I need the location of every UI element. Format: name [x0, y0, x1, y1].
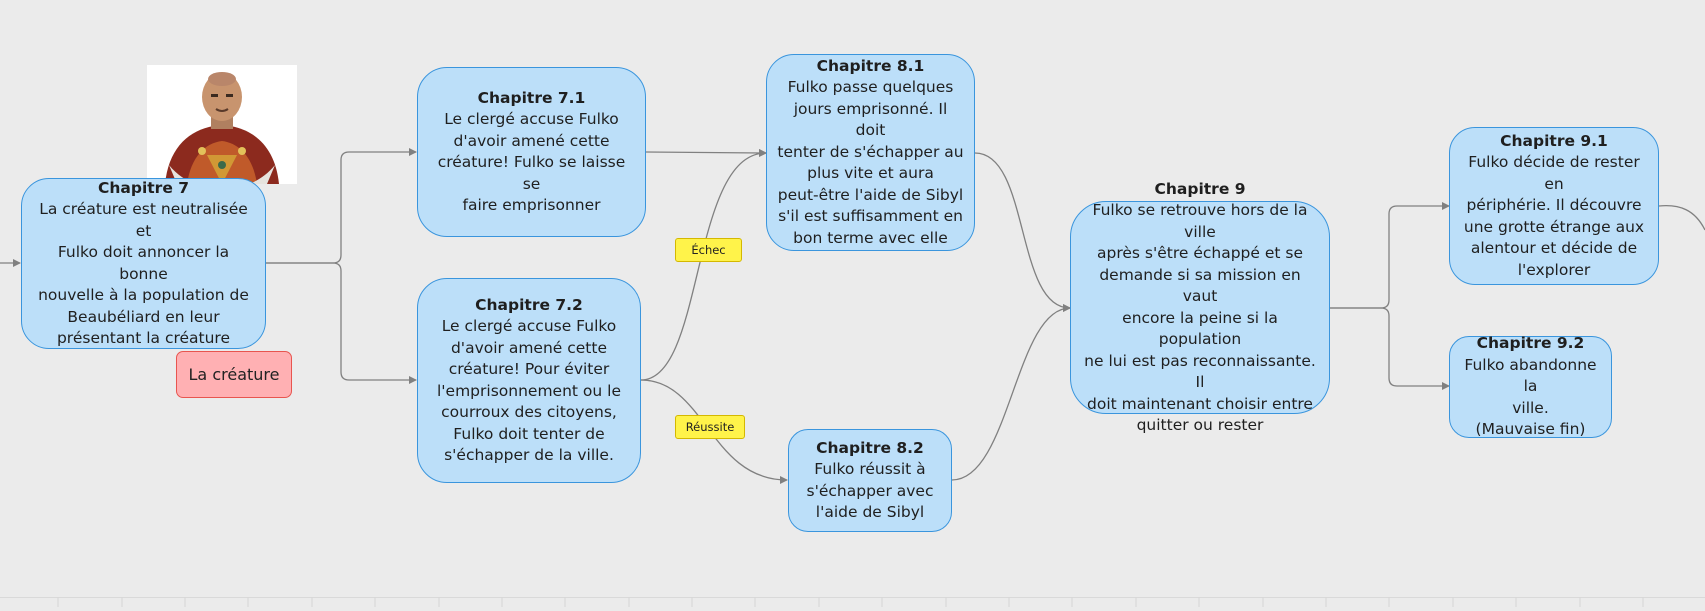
connector-ch72-ch81-echec: [640, 149, 767, 381]
reussite-label: Réussite: [675, 415, 745, 439]
chapter-7-body: La créature est neutralisée et Fulko doi…: [38, 200, 249, 347]
chapter-8-1-node[interactable]: Chapitre 8.1 Fulko passe quelques jours …: [766, 54, 975, 251]
connector-ch9-ch91: [1330, 202, 1450, 309]
chapter-9-title: Chapitre 9: [1154, 179, 1246, 198]
echec-label-text: Échec: [691, 243, 726, 257]
chapter-7-1-body: Le clergé accuse Fulko d'avoir amené cet…: [437, 110, 626, 214]
chapter-7-title: Chapitre 7: [97, 178, 190, 197]
chapter-8-1-title: Chapitre 8.1: [816, 56, 925, 75]
chapter-9-2-title: Chapitre 9.2: [1476, 334, 1585, 353]
canvas-grid-strip: [0, 592, 1705, 607]
chapter-8-2-body: Fulko réussit à s'échapper avec l'aide d…: [806, 460, 934, 521]
creature-note[interactable]: La créature: [176, 351, 292, 398]
chapter-7-1-title: Chapitre 7.1: [477, 88, 586, 107]
chapter-8-2-title: Chapitre 8.2: [816, 438, 924, 457]
connector-ch9-ch92: [1330, 307, 1450, 390]
creature-note-label: La créature: [188, 365, 280, 384]
character-portrait-icon: [147, 65, 297, 184]
chapter-9-node[interactable]: Chapitre 9 Fulko se retrouve hors de la …: [1070, 180, 1330, 434]
connector-ch81-ch9: [974, 152, 1071, 312]
chapter-9-2-node[interactable]: Chapitre 9.2 Fulko abandonne la ville. (…: [1449, 334, 1612, 439]
connector-ch7-ch71: [266, 148, 417, 264]
echec-label: Échec: [675, 238, 742, 262]
chapter-9-body: Fulko se retrouve hors de la ville après…: [1084, 201, 1316, 434]
chapter-9-1-title: Chapitre 9.1: [1500, 131, 1608, 150]
chapter-9-1-body: Fulko décide de rester en périphérie. Il…: [1463, 153, 1645, 279]
reussite-label-text: Réussite: [685, 420, 735, 434]
chapter-7-2-node[interactable]: Chapitre 7.2 Le clergé accuse Fulko d'av…: [417, 278, 641, 483]
chapter-9-2-body: Fulko abandonne la ville. (Mauvaise fin): [1464, 355, 1597, 439]
connector-ch91-offscreen: [1658, 204, 1705, 231]
chapter-7-2-title: Chapitre 7.2: [475, 295, 583, 314]
connector-ch82-ch9: [951, 304, 1071, 481]
chapter-8-1-body: Fulko passe quelques jours emprisonné. I…: [777, 78, 964, 247]
connector-ch7-ch72: [266, 262, 417, 384]
chapter-8-2-node[interactable]: Chapitre 8.2 Fulko réussit à s'échapper …: [788, 429, 952, 532]
chapter-9-1-node[interactable]: Chapitre 9.1 Fulko décide de rester en p…: [1449, 127, 1659, 285]
connector-ch71-ch81: [645, 148, 767, 157]
chapter-7-node[interactable]: Chapitre 7 La créature est neutralisée e…: [21, 178, 266, 349]
chapter-7-2-body: Le clergé accuse Fulko d'avoir amené cet…: [436, 317, 621, 464]
chapter-7-1-node[interactable]: Chapitre 7.1 Le clergé accuse Fulko d'av…: [417, 67, 646, 237]
